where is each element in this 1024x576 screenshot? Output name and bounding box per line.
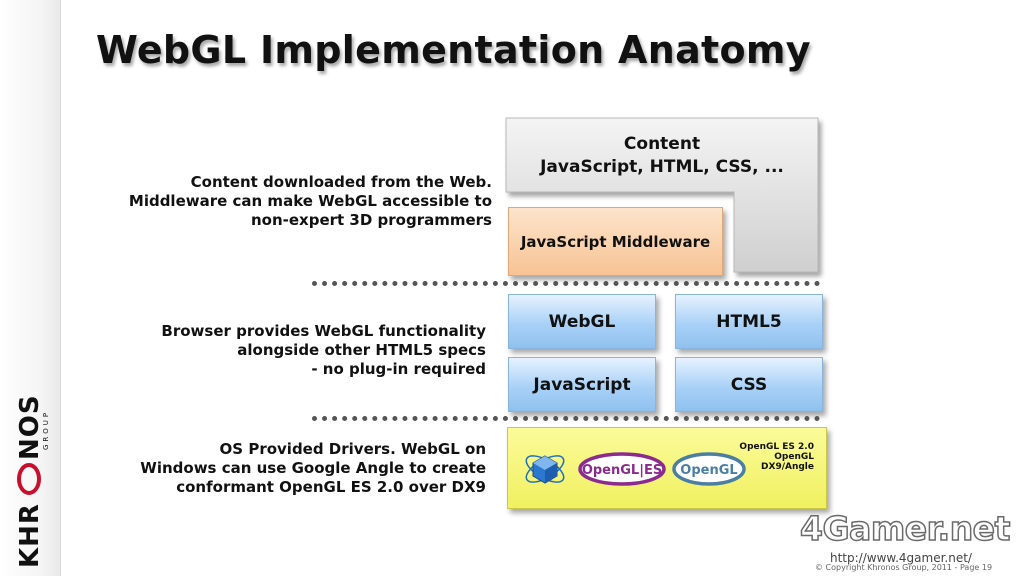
content-description-line: Content downloaded from the Web. xyxy=(190,173,492,191)
css-box: CSS xyxy=(675,357,823,412)
opengl-logo-text: OpenGL xyxy=(680,463,737,478)
drivers-labels: OpenGL ES 2.0 OpenGL DX9/Angle xyxy=(739,442,814,472)
browser-description-line: Browser provides WebGL functionality xyxy=(161,322,486,340)
drivers-description-line: Windows can use Google Angle to create xyxy=(140,459,486,477)
drivers-description-line: OS Provided Drivers. WebGL on xyxy=(219,440,486,458)
drivers-box: OpenGL|ES OpenGL OpenGL ES 2.0 OpenGL DX… xyxy=(507,427,827,509)
watermark: 4Gamer.net xyxy=(799,508,1011,549)
html5-box: HTML5 xyxy=(675,294,823,349)
svg-text:NOS: NOS xyxy=(15,394,45,460)
browser-description: Browser provides WebGL functionality alo… xyxy=(106,322,486,379)
content-box-text: Content JavaScript, HTML, CSS, ... xyxy=(508,133,816,179)
content-description: Content downloaded from the Web. Middlew… xyxy=(112,173,492,230)
slide-title: WebGL Implementation Anatomy xyxy=(96,28,811,72)
copyright: © Copyright Khronos Group, 2011 - Page 1… xyxy=(815,563,993,572)
browser-description-line: alongside other HTML5 specs xyxy=(237,341,486,359)
drivers-label: DX9/Angle xyxy=(761,462,814,472)
drivers-description-line: conformant OpenGL ES 2.0 over DX9 xyxy=(176,478,486,496)
layer-separator xyxy=(312,416,820,421)
content-box-subtitle: JavaScript, HTML, CSS, ... xyxy=(540,157,784,177)
opengl-es-logo-text: OpenGL|ES xyxy=(582,463,662,478)
svg-text:KHR: KHR xyxy=(15,503,45,568)
watermark-url: http://www.4gamer.net/ xyxy=(830,551,972,565)
javascript-middleware-box: JavaScript Middleware xyxy=(508,207,723,276)
layer-separator xyxy=(312,281,820,286)
content-box xyxy=(505,117,819,273)
sidebar: KHR NOS GROUP xyxy=(0,0,61,576)
directx-icon xyxy=(525,455,565,484)
browser-description-line: - no plug-in required xyxy=(311,360,486,378)
webgl-box: WebGL xyxy=(508,294,656,349)
content-box-title: Content xyxy=(623,134,701,154)
svg-text:GROUP: GROUP xyxy=(42,410,48,450)
khronos-logo: KHR NOS GROUP xyxy=(15,394,48,568)
drivers-description: OS Provided Drivers. WebGL on Windows ca… xyxy=(106,440,486,497)
javascript-box: JavaScript xyxy=(508,357,656,412)
content-description-line: Middleware can make WebGL accessible to xyxy=(128,192,492,210)
content-description-line: non-expert 3D programmers xyxy=(250,211,492,229)
drivers-label: OpenGL ES 2.0 xyxy=(739,442,814,452)
opengl-es-logo: OpenGL|ES xyxy=(578,452,666,486)
opengl-logo: OpenGL xyxy=(672,452,746,486)
drivers-label: OpenGL xyxy=(774,452,814,462)
